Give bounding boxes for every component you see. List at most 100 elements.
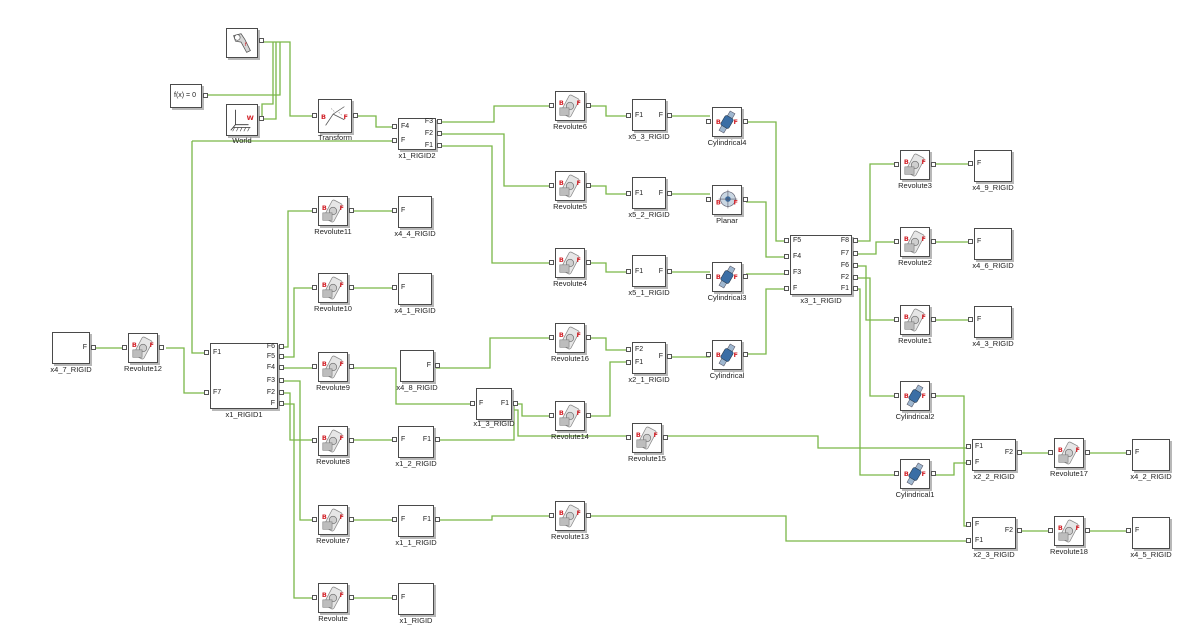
port-b[interactable] [549,103,554,108]
port-f[interactable] [586,335,591,340]
rev17-block[interactable]: B F [1054,438,1084,468]
port-b[interactable] [894,239,899,244]
port-out[interactable] [435,437,440,442]
port-out[interactable] [667,113,672,118]
x44-block[interactable] [398,196,432,228]
port-in[interactable] [968,161,973,166]
port-f[interactable] [931,239,936,244]
port-out[interactable] [853,251,858,256]
port-b[interactable] [894,393,899,398]
port-out[interactable] [279,354,284,359]
rev2-block[interactable]: B F [900,227,930,257]
port-f[interactable] [931,471,936,476]
port-out[interactable] [259,38,264,43]
port-out[interactable] [667,269,672,274]
rev13-block[interactable]: B F [555,501,585,531]
rev4-block[interactable]: B F [555,248,585,278]
port-in[interactable] [392,517,397,522]
port-out[interactable] [437,131,442,136]
port-b[interactable] [312,595,317,600]
port-out[interactable] [435,363,440,368]
port-b[interactable] [312,517,317,522]
port-f[interactable] [743,352,748,357]
rev5-block[interactable]: B F [555,171,585,201]
x1-block[interactable] [398,583,434,615]
rev3-block[interactable]: B F [900,150,930,180]
port-b[interactable] [312,113,317,118]
port-in[interactable] [626,191,631,196]
port-f[interactable] [743,274,748,279]
port-out[interactable] [91,345,96,350]
port-in[interactable] [626,347,631,352]
planar-block[interactable]: B F [712,185,742,215]
port-in[interactable] [784,254,789,259]
port-in[interactable] [392,437,397,442]
rigid1-block[interactable] [210,343,278,409]
port-b[interactable] [1048,450,1053,455]
port-f[interactable] [586,260,591,265]
rev7-block[interactable]: B F [318,505,348,535]
port-b[interactable] [549,335,554,340]
port-f[interactable] [931,317,936,322]
port-out[interactable] [1017,528,1022,533]
port-f[interactable] [931,393,936,398]
port-in[interactable] [204,350,209,355]
port-f[interactable] [349,285,354,290]
port-f[interactable] [586,183,591,188]
cyl2-block[interactable]: B F [900,381,930,411]
x45-block[interactable] [1132,517,1170,549]
port-in[interactable] [966,460,971,465]
x42-block[interactable] [1132,439,1170,471]
transform-block[interactable]: B F [318,99,352,133]
port-out[interactable] [279,365,284,370]
port-f[interactable] [1085,450,1090,455]
rev6-block[interactable]: B F [555,91,585,121]
x52-block[interactable] [632,177,666,209]
port-b[interactable] [122,345,127,350]
port-f[interactable] [743,119,748,124]
port-in[interactable] [392,208,397,213]
port-out[interactable] [437,143,442,148]
port-b[interactable] [312,364,317,369]
port-f[interactable] [931,162,936,167]
x22-block[interactable] [972,439,1016,471]
port-b[interactable] [706,197,711,202]
rev15-block[interactable]: B F [632,423,662,453]
port-f[interactable] [353,113,358,118]
port-out[interactable] [203,93,208,98]
port-in[interactable] [968,239,973,244]
port-f[interactable] [586,103,591,108]
port-in[interactable] [626,360,631,365]
port-in[interactable] [470,401,475,406]
port-in[interactable] [392,138,397,143]
port-f[interactable] [349,438,354,443]
x13-block[interactable] [476,388,512,420]
x46-block[interactable] [974,228,1012,260]
port-f[interactable] [349,517,354,522]
port-out[interactable] [667,191,672,196]
rev8-block[interactable]: B F [318,426,348,456]
port-out[interactable] [1017,450,1022,455]
x11-block[interactable] [398,505,434,537]
cyl-block[interactable]: B F [712,340,742,370]
x12-block[interactable] [398,426,434,458]
port-in[interactable] [784,270,789,275]
port-in[interactable] [626,113,631,118]
rev9-block[interactable]: B F [318,352,348,382]
port-f[interactable] [349,364,354,369]
port-in[interactable] [784,238,789,243]
port-f[interactable] [586,413,591,418]
x21-block[interactable] [632,342,666,374]
x43-block[interactable] [974,306,1012,338]
port-b[interactable] [549,183,554,188]
port-b[interactable] [706,119,711,124]
world-frame-block[interactable]: W [226,104,258,136]
x48-block[interactable] [400,350,434,382]
port-b[interactable] [706,352,711,357]
port-out[interactable] [853,238,858,243]
port-in[interactable] [966,444,971,449]
port-b[interactable] [894,471,899,476]
port-b[interactable] [894,162,899,167]
port-out[interactable] [853,275,858,280]
x47-block[interactable] [52,332,90,364]
